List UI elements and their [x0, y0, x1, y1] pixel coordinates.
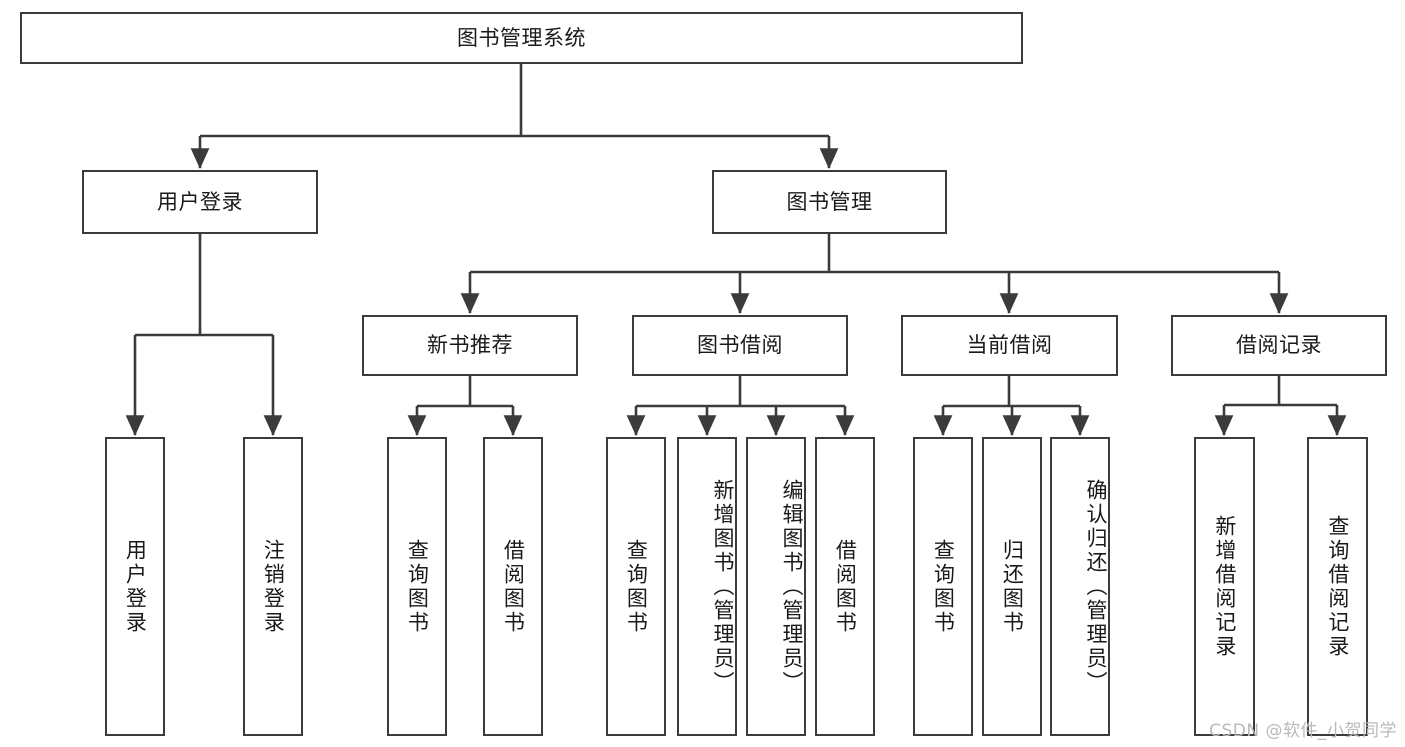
node-leaf-query-record: 查询借阅记录	[1307, 437, 1368, 736]
node-label: 新增图书（管理员）	[711, 478, 735, 695]
node-label: 新书推荐	[427, 333, 513, 358]
node-leaf-query-book-rec: 查询图书	[387, 437, 447, 736]
node-label: 借阅图书	[501, 538, 526, 635]
node-label: 图书管理系统	[457, 25, 586, 50]
node-leaf-edit-book: 编辑图书（管理员）	[746, 437, 806, 736]
node-leaf-add-book: 新增图书（管理员）	[677, 437, 737, 736]
node-leaf-user-login: 用户登录	[105, 437, 165, 736]
node-label: 当前借阅	[966, 333, 1053, 358]
node-leaf-query-book-cur: 查询图书	[913, 437, 973, 736]
node-new-book-recommend: 新书推荐	[362, 315, 578, 376]
edge-group	[125, 64, 1347, 437]
node-leaf-query-book: 查询图书	[606, 437, 666, 736]
node-book-manage: 图书管理	[712, 170, 947, 234]
node-label: 图书借阅	[697, 333, 783, 358]
node-label: 借阅记录	[1236, 333, 1322, 358]
node-label: 查询图书	[931, 538, 956, 635]
node-label: 用户登录	[157, 189, 243, 214]
node-leaf-return-book: 归还图书	[982, 437, 1042, 736]
node-label: 新增借阅记录	[1212, 514, 1237, 659]
node-leaf-user-logout: 注销登录	[243, 437, 303, 736]
node-label: 确认归还（管理员）	[1084, 478, 1108, 695]
node-label: 图书管理	[786, 189, 873, 214]
node-label: 查询图书	[405, 538, 430, 635]
node-book-borrow: 图书借阅	[632, 315, 848, 376]
node-leaf-add-record: 新增借阅记录	[1194, 437, 1255, 736]
node-label: 编辑图书（管理员）	[780, 478, 804, 695]
watermark: CSDN @软件_小贺同学	[1209, 721, 1397, 741]
node-leaf-confirm-return: 确认归还（管理员）	[1050, 437, 1110, 736]
node-label: 借阅图书	[833, 538, 858, 635]
node-user-login: 用户登录	[82, 170, 318, 234]
node-label: 查询图书	[624, 538, 649, 635]
node-root: 图书管理系统	[20, 12, 1023, 64]
node-borrow-record: 借阅记录	[1171, 315, 1387, 376]
node-current-borrow: 当前借阅	[901, 315, 1118, 376]
node-leaf-borrow-book-rec: 借阅图书	[483, 437, 543, 736]
node-label: 查询借阅记录	[1325, 514, 1350, 659]
node-label: 注销登录	[261, 538, 286, 635]
node-leaf-borrow-book: 借阅图书	[815, 437, 875, 736]
node-label: 归还图书	[1000, 538, 1025, 635]
node-label: 用户登录	[123, 538, 148, 635]
